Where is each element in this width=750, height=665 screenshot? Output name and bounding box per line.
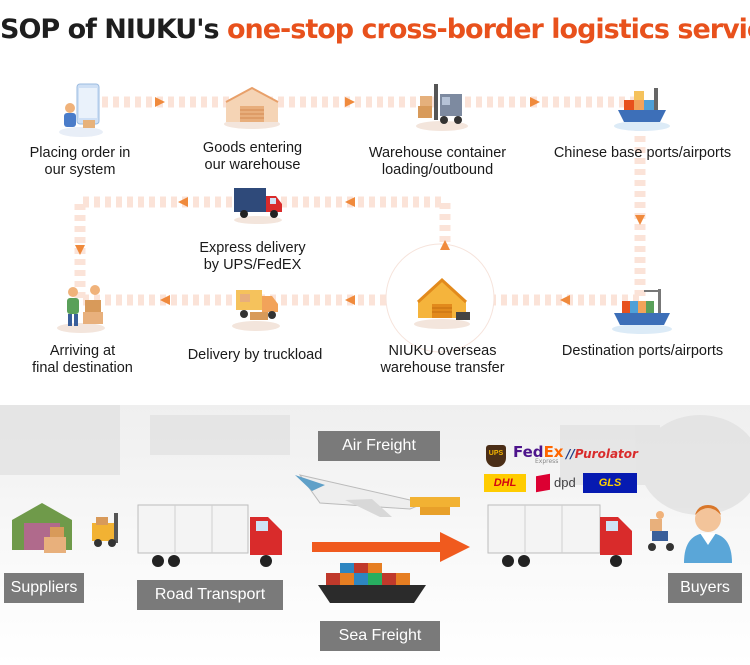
purolator-logo: //Purolator <box>566 447 638 461</box>
road-truck-icon <box>137 504 282 567</box>
step-truckload: Delivery by truckload <box>187 347 323 363</box>
cargo-ship-icon <box>318 563 426 603</box>
dpd-logo: dpd <box>536 473 580 493</box>
arrow-left-bottom-1 <box>560 295 570 305</box>
order-phone-icon <box>55 82 105 140</box>
scooter-courier-icon <box>648 511 674 551</box>
buyers-label: Buyers <box>668 573 742 603</box>
arrow-left-top-1 <box>345 197 355 207</box>
warehouse-building-icon <box>222 80 282 130</box>
arrow-right-1 <box>155 97 165 107</box>
express-truck-icon <box>232 182 284 224</box>
buyer-avatar-icon <box>684 505 732 563</box>
step-placing-order: Placing order in our system <box>29 145 131 178</box>
supplier-warehouse-icon <box>12 503 72 553</box>
transport-background <box>0 405 750 603</box>
arrow-left-bottom-2 <box>345 295 355 305</box>
arrow-down-left <box>75 245 85 255</box>
delivery-person-icon <box>55 282 107 334</box>
dpd-cube-icon <box>536 473 550 493</box>
truckload-icon <box>230 282 282 332</box>
main-transit-arrow <box>312 532 470 562</box>
transport-section: Suppliers Road Transport Air Freight Sea… <box>0 405 750 665</box>
forklift-loading-icon <box>414 80 470 132</box>
title-part-2: one-stop cross-border logistics service <box>226 14 750 45</box>
fedex-logo: FedEx Express <box>513 443 564 465</box>
gls-logo: GLS <box>583 473 637 493</box>
delivery-truck-icon <box>487 504 632 567</box>
step-container-loading: Warehouse container loading/outbound <box>368 145 507 178</box>
step-overseas-transfer: NIUKU overseas warehouse transfer <box>380 343 505 376</box>
supplier-forklift-icon <box>92 513 118 547</box>
arrow-down-right <box>635 215 645 225</box>
arrow-right-2 <box>345 97 355 107</box>
process-flow: Placing order in our system Goods enteri… <box>0 60 750 400</box>
page-title: SOP of NIUKU's one-stop cross-border log… <box>0 14 750 45</box>
arrow-right-3 <box>530 97 540 107</box>
arrow-left-bottom-3 <box>160 295 170 305</box>
arrow-up-middle <box>440 240 450 250</box>
airplane-icon <box>295 474 460 517</box>
step-destination-ports: Destination ports/airports <box>561 343 724 359</box>
sea-freight-label: Sea Freight <box>320 621 440 651</box>
suppliers-label: Suppliers <box>4 573 84 603</box>
road-transport-label: Road Transport <box>137 580 283 610</box>
ups-logo: UPS <box>486 445 506 467</box>
title-part-1: SOP of NIUKU's <box>0 14 220 45</box>
port-ship-icon <box>612 80 672 132</box>
step-express-delivery: Express delivery by UPS/FedEX <box>199 240 306 273</box>
step-goods-entering: Goods entering our warehouse <box>202 140 303 173</box>
ups-logo-text: UPS <box>488 450 504 457</box>
overseas-warehouse-icon <box>412 272 472 330</box>
dhl-logo: DHL <box>484 474 526 492</box>
step-arriving: Arriving at final destination <box>32 343 133 376</box>
step-base-ports: Chinese base ports/airports <box>553 145 732 161</box>
air-freight-label: Air Freight <box>318 431 440 461</box>
arrow-left-top-2 <box>178 197 188 207</box>
destination-port-icon <box>610 285 674 335</box>
